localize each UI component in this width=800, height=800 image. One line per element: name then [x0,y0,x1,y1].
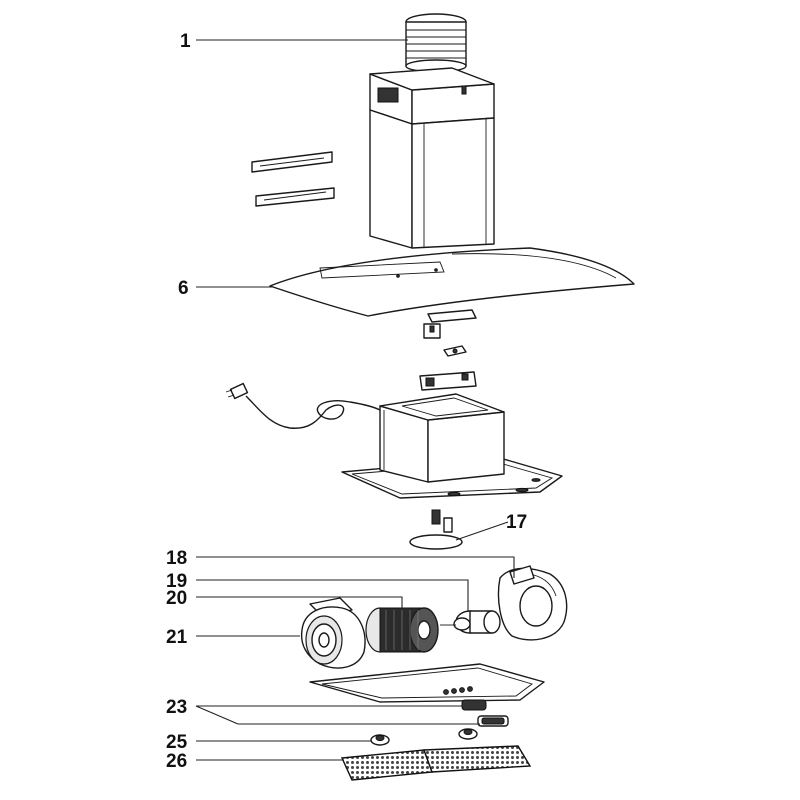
capacitor-part [409,509,463,550]
exhaust-pipe-part [405,13,467,73]
mounting-bracket-lower [255,187,335,207]
lamp-cover-part [461,699,509,727]
callout-20: 20 [166,588,187,609]
callout-23: 23 [166,697,187,718]
bottom-panel-part [309,663,545,703]
fan-motor-part [440,610,501,634]
callout-1: 1 [180,31,191,52]
blower-housing-left [300,597,366,669]
motor-housing-part [341,393,563,499]
callout-25: 25 [166,732,188,753]
power-cord-part [225,382,381,429]
control-box-part [419,371,477,391]
callout-26: 26 [166,751,187,772]
callout-18: 18 [166,548,187,569]
glass-canopy-part [269,247,635,317]
mounting-bracket-upper [251,151,333,173]
blower-housing-right [497,565,568,641]
callout-19: 19 [166,571,187,592]
fan-wheel-part [365,607,439,653]
chimney-part [369,67,495,249]
connector-clip-part [443,345,467,357]
callout-17: 17 [506,512,527,533]
callout-6: 6 [178,278,189,299]
callout-labels: 1 6 17 18 19 20 21 23 25 26 [166,31,527,772]
switch-bracket-part [423,309,477,339]
grease-filter-part [340,745,532,781]
lamp-part [370,728,478,746]
callout-21: 21 [166,627,188,648]
leader-lines [195,39,515,761]
